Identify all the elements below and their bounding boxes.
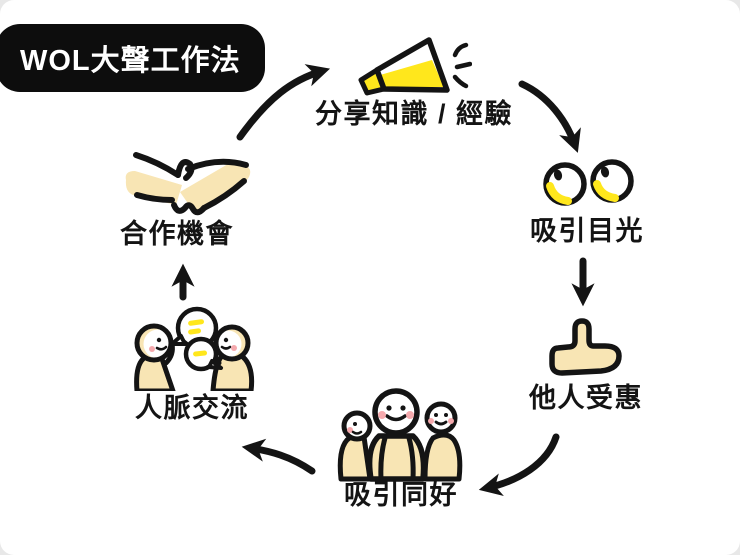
step-label-attention: 吸引目光	[530, 216, 644, 246]
eyes-icon	[543, 159, 634, 206]
thumbs-up-icon	[549, 318, 622, 376]
title-badge: WOL大聲工作法	[0, 24, 265, 92]
arrow-share-to-attention	[518, 80, 581, 153]
step-label-likeminded: 吸引同好	[344, 480, 458, 510]
arrow-likeminded-to-network	[241, 438, 316, 475]
step-label-cooperation: 合作機會	[120, 219, 234, 249]
step-label-benefit: 他人受惠	[529, 383, 643, 413]
step-label-network: 人脈交流	[135, 393, 249, 423]
arrow-benefit-to-likeminded	[478, 433, 560, 497]
diagram-title: WOL大聲工作法	[20, 45, 241, 77]
megaphone-icon	[358, 37, 472, 96]
step-label-share: 分享知識 / 經驗	[314, 99, 514, 129]
people-group-icon	[337, 388, 463, 482]
people-talking-icon	[134, 306, 255, 391]
handshake-icon	[125, 152, 251, 216]
